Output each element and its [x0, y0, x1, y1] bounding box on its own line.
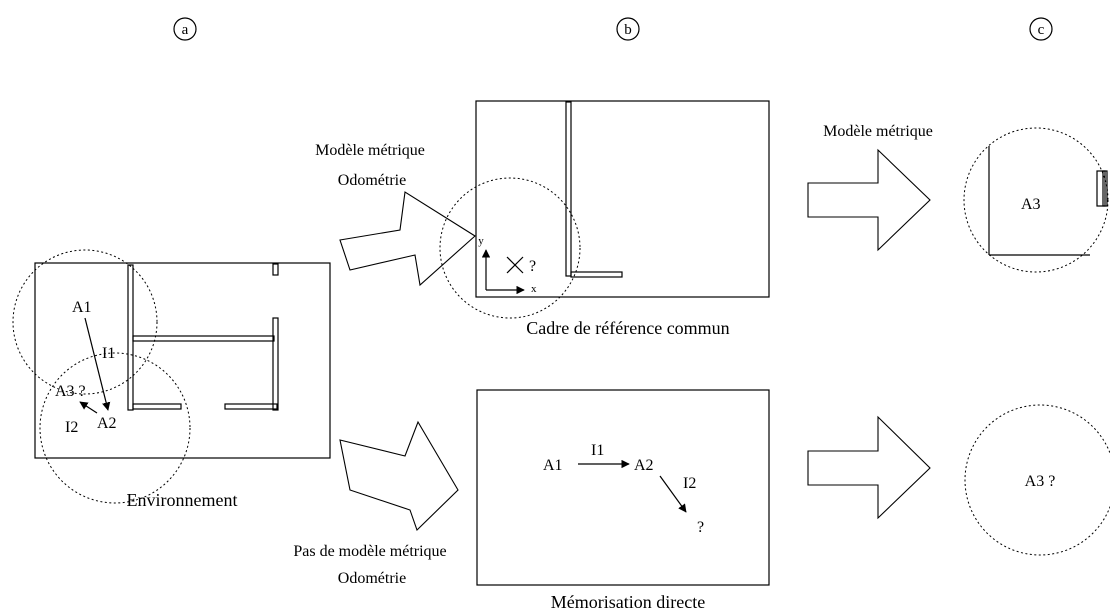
caption-environnement: Environnement [127, 490, 238, 510]
mem-label-a2: A2 [634, 457, 654, 474]
big-arrow-upper [339, 191, 476, 287]
common-reference-frame: y x ? Cadre de référence commun [439, 100, 770, 338]
label-modele-metrique: Modèle métrique [315, 142, 425, 159]
arrow-a1-to-a2 [84, 317, 111, 411]
wall-bottom-right [224, 403, 278, 410]
perception-zone-ref [439, 177, 581, 319]
environment-frame [34, 262, 331, 459]
panel-label-a-text: a [182, 22, 189, 38]
ref-wall-horizontal [570, 271, 623, 278]
label-pas-de-modele: Pas de modèle métrique [293, 543, 446, 560]
axis-y-label: y [478, 235, 484, 247]
label-odometrie-top: Odométrie [338, 172, 406, 189]
perception-zone-a1 [12, 249, 158, 395]
memorisation-box [476, 389, 770, 586]
arrow-a2-to-a3 [79, 401, 98, 414]
result-zone-bottom [964, 404, 1110, 556]
caption-memorisation: Mémorisation directe [551, 592, 705, 612]
label-odometrie-bottom: Odométrie [338, 570, 406, 587]
result-wall-stub-inner [1102, 170, 1108, 207]
mem-unknown-mark: ? [697, 519, 704, 536]
mem-label-i1: I1 [591, 442, 604, 459]
label-a3-unknown: A3 ? [55, 383, 86, 400]
wall-vertical-left [127, 264, 134, 411]
wall-horizontal-middle [132, 335, 275, 342]
mem-arrow-a2-unknown [659, 475, 687, 513]
label-i2: I2 [65, 419, 78, 436]
label-i1: I1 [102, 345, 115, 362]
environment-map: A1 I1 A3 ? A2 I2 Environnement [12, 249, 331, 510]
label-a1: A1 [72, 299, 92, 316]
panel-label-b-text: b [624, 22, 632, 38]
perception-zone-a2 [39, 352, 191, 504]
big-arrow-right-top [807, 148, 931, 252]
big-arrow-right-bottom [807, 415, 931, 520]
panel-label-b: b [616, 17, 640, 41]
direct-memorisation-frame: A1 I1 A2 I2 ? Mémorisation directe [476, 389, 770, 612]
result-circle-bottom: A3 ? [964, 404, 1110, 556]
unknown-position-mark: ? [529, 258, 536, 275]
wall-stub-top [272, 263, 279, 276]
label-modele-metrique-right: Modèle métrique [823, 123, 933, 140]
wall-bottom-left [132, 403, 182, 410]
reference-frame-box [475, 100, 770, 298]
result-zone-top [963, 127, 1109, 273]
result-label-a3: A3 [1021, 196, 1041, 213]
axis-x-label: x [531, 283, 537, 295]
label-a2: A2 [97, 415, 117, 432]
mem-label-a1: A1 [543, 457, 563, 474]
mem-label-i2: I2 [683, 475, 696, 492]
big-arrow-lower [339, 420, 459, 531]
panel-label-c: c [1029, 17, 1053, 41]
caption-cadre-reference: Cadre de référence commun [526, 318, 729, 338]
result-label-a3-unknown: A3 ? [1025, 473, 1056, 490]
wall-vertical-right [272, 317, 279, 411]
panel-label-a: a [173, 17, 197, 41]
ref-wall-vertical [565, 101, 572, 277]
right-arrow-bottom [807, 415, 931, 520]
cross-marker-line-2 [506, 256, 524, 274]
panel-label-c-text: c [1038, 22, 1045, 38]
transition-arrow-no-metric: Pas de modèle métrique Odométrie [293, 420, 459, 587]
transition-arrow-metric: Modèle métrique Odométrie [315, 142, 476, 287]
result-circle-top: A3 [963, 127, 1109, 273]
result-wall-stub [1096, 170, 1106, 207]
right-arrow-top: Modèle métrique [807, 123, 933, 252]
